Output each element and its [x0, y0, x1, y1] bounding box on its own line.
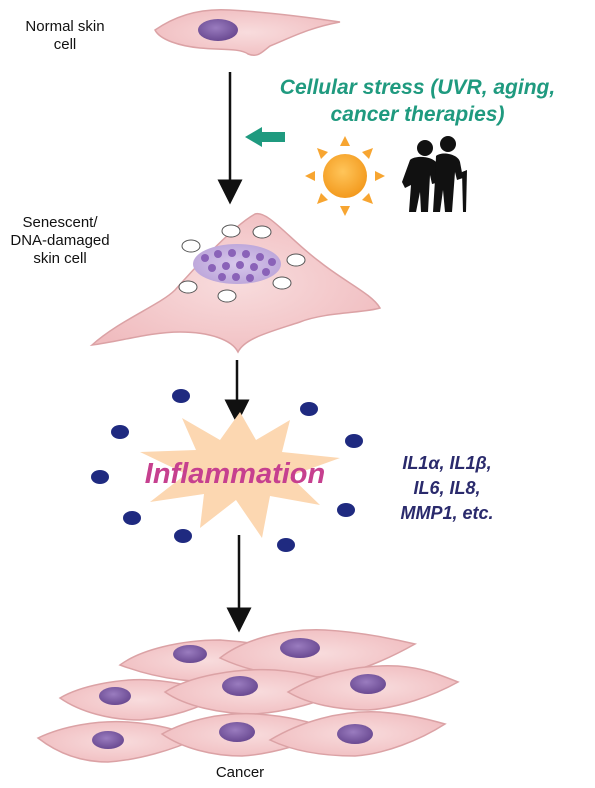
- senescent-cell-label-line-3: skin cell: [33, 250, 87, 267]
- stress-label-line-2: cancer therapies): [330, 103, 505, 126]
- cancer-cell-cluster: [36, 629, 460, 763]
- cancer-cell: [286, 664, 460, 711]
- cytokine-list-label: IL1α, IL1β, IL6, IL8, MMP1, etc.: [372, 451, 522, 526]
- cytokine-line-1: IL1α, IL1β,: [402, 453, 492, 473]
- inflammation-starburst: [140, 412, 340, 538]
- cytokine-line-3: MMP1, etc.: [400, 503, 494, 523]
- normal-cell-label: Normal skin cell: [0, 18, 130, 54]
- cancer-cell: [268, 711, 447, 757]
- inflammation-label: Inflammation: [144, 458, 326, 490]
- normal-cell-label-line-2: cell: [53, 36, 77, 53]
- senescent-cell-label-line-1: Senescent/: [22, 214, 98, 231]
- elderly-couple-icon: [402, 136, 467, 212]
- cancer-label: Cancer: [215, 764, 265, 781]
- cytokine-line-2: IL6, IL8,: [413, 478, 481, 498]
- stress-arrow-icon: [245, 127, 285, 147]
- cellular-stress-label: Cellular stress (UVR, aging, cancer ther…: [240, 74, 595, 128]
- vesicles: [178, 224, 306, 303]
- normal-cell-label-line-1: Normal skin: [25, 18, 105, 35]
- chromatin-foci: [201, 249, 276, 282]
- cytokine-dots: [91, 389, 363, 552]
- senescent-cell-label: Senescent/ DNA-damaged skin cell: [0, 214, 120, 268]
- normal-cell-nucleus: [198, 19, 238, 41]
- senescent-skin-cell: [89, 213, 382, 354]
- senescent-cell-label-line-2: DNA-damaged: [10, 232, 110, 249]
- normal-skin-cell: [154, 8, 341, 57]
- stress-label-line-1: Cellular stress (UVR, aging,: [279, 76, 556, 99]
- sun-icon: [305, 136, 385, 216]
